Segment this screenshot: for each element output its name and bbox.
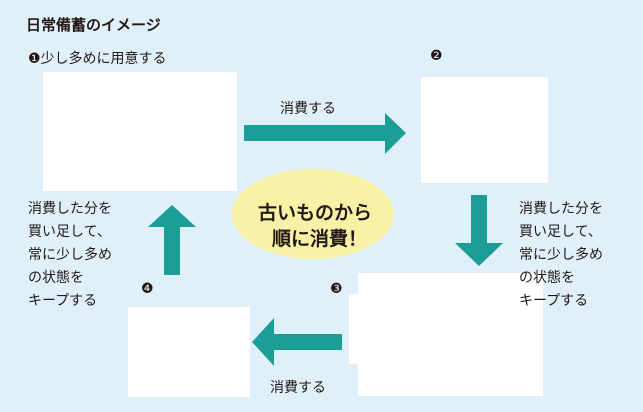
step-2-image <box>421 77 548 183</box>
diagram-title: 日常備蓄のイメージ <box>26 16 161 34</box>
left-side-text: 消費した分を 買い足して、 常に少し多め の状態を キープする <box>28 201 112 309</box>
arrow-up-icon <box>148 205 196 275</box>
step-1-label: ❶少し多めに用意する <box>28 51 167 67</box>
step-3-image <box>358 273 543 396</box>
step-4-image <box>128 307 250 397</box>
arrow-down-icon <box>455 195 503 266</box>
right-side-text: 消費した分を 買い足して、 常に少し多め の状態を キープする <box>519 201 603 309</box>
arrow-right-icon <box>244 113 406 154</box>
step-2-label: ❷ <box>430 48 443 64</box>
consume-label-top: 消費する <box>280 101 336 117</box>
step-3-image-extra <box>349 294 361 364</box>
consume-label-bottom: 消費する <box>270 380 326 396</box>
arrow-left-icon <box>252 318 342 366</box>
center-bubble-shape <box>232 169 394 259</box>
step-4-label: ❹ <box>141 281 154 297</box>
center-bubble-line1: 古いものから <box>258 202 373 224</box>
center-bubble-line2: 順に消費！ <box>272 228 368 250</box>
step-3-label: ❸ <box>330 281 343 297</box>
step-1-image <box>43 72 237 191</box>
